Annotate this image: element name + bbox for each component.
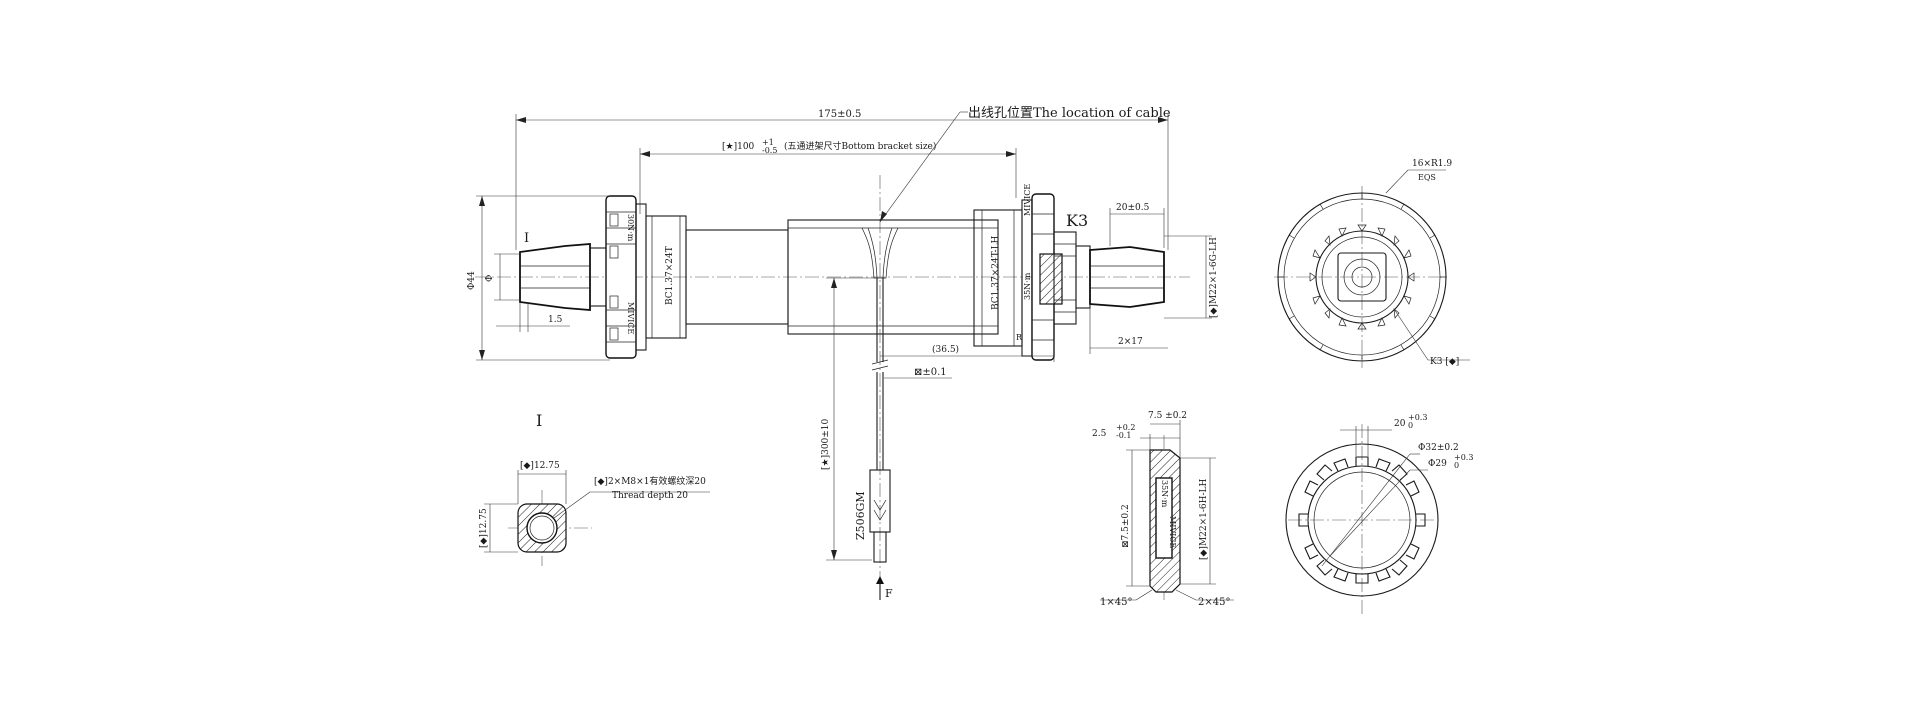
tooth-width-tol-lower: 0 [1408, 421, 1413, 430]
k3-reference-label: K3 [◆] [1430, 357, 1459, 367]
chamfer-1-label: 1×45° [1100, 597, 1132, 608]
cable-break-mark [871, 359, 889, 371]
connector-code-label: Z506GM [854, 491, 867, 540]
left-brand-engraving: MIVICE [626, 302, 635, 334]
tooth-width-dim: 20 [1394, 419, 1406, 429]
connector-pin [873, 531, 887, 563]
inner-ring-view: 20 +0.3 0 Φ32±0.2 Φ29 +0.3 0 [1285, 413, 1473, 616]
tooth-width-tol-upper: +0.3 [1408, 413, 1427, 422]
phi29-tol-lower: 0 [1454, 461, 1459, 470]
right-torque-engraving: 35N·m [1023, 272, 1032, 300]
thread-note-cn: [◆]2×M8×1有效螺纹深20 [594, 475, 706, 487]
spline-16x-label: 16×R1.9 [1412, 159, 1452, 169]
left-torque-engraving: 30N·m [626, 214, 635, 242]
k3-label: K3 [1066, 211, 1088, 230]
spindle-dia-dim: Φ [485, 275, 495, 282]
dim-20-tol: 20±0.5 [1116, 203, 1150, 213]
bracket-size-tol-upper: +1 [762, 138, 774, 147]
chamfer-2-label: 2×45° [1198, 597, 1230, 608]
ring-outer-circle [1285, 443, 1439, 597]
side-view: 30N·m MIVICE MIVICE 35N·m R BC1.37×24T B… [475, 175, 1190, 600]
ring-bore-circle [1307, 465, 1417, 575]
eqs-label: EQS [1418, 173, 1436, 182]
cup-torque-engraving: 35N·m [1160, 480, 1169, 508]
spindle-thread-label: [◆]M22×1-6G-LH [1209, 237, 1219, 318]
phi29-tol-upper: +0.3 [1454, 453, 1473, 462]
cup-flange-dim: 2.5 [1092, 429, 1107, 439]
end-view-square-socket [1337, 252, 1387, 302]
detail-i-title: I [536, 411, 542, 430]
socket-thread-hole [526, 512, 558, 544]
arrow-f-label: F [885, 587, 893, 600]
cup-thread-label: [◆]M22×1-6H-LH [1199, 478, 1209, 560]
ring-teeth [1298, 456, 1426, 584]
cup-section-view: 35N·m MIVICE 7.5 ±0.2 2.5 +0.2 -0.1 ⊠7.5… [1092, 411, 1234, 608]
bracket-size-tol-lower: -0.5 [762, 146, 777, 155]
phi32-dim: Φ32±0.2 [1418, 443, 1459, 453]
bracket-size-dim: [★]100 [722, 142, 755, 152]
bracket-size-note: (五通进架尺寸Bottom bracket size) [784, 140, 936, 152]
side-view-dimensions: 175±0.5 [★]100 +1 -0.5 (五通进架尺寸Bottom bra… [467, 106, 1219, 561]
position-tolerance: ⊠±0.1 [914, 367, 947, 378]
dim-2x17: 2×17 [1118, 337, 1143, 347]
detail-i-marker: I [524, 231, 529, 246]
cup-flange-tol-lower: -0.1 [1116, 431, 1131, 440]
end-view-spline: 16×R1.9 EQS K3 [◆] [1274, 159, 1470, 368]
connector-arrow-icon [873, 499, 887, 521]
phi29-dim: Φ29 [1428, 459, 1447, 469]
detail-i-view: I [◆]12.75 [◆]12.75 [◆]2×M8×1有效螺纹深20 Thr… [479, 411, 710, 566]
cup-flange-tol-upper: +0.2 [1116, 423, 1135, 432]
end-view-teeth [1309, 224, 1415, 330]
right-spline-section [1039, 253, 1063, 305]
cable-length-dim: [★]300±10 [821, 418, 831, 470]
left-cup-thread-label: BC1.37×24T [665, 246, 675, 305]
overall-length-dim: 175±0.5 [818, 109, 861, 120]
r-mark: R [1016, 333, 1023, 342]
dim-1-5: 1.5 [548, 315, 563, 325]
cup-height-dim: ⊠7.5±0.2 [1121, 504, 1131, 548]
cable-location-label: 出线孔位置The location of cable [968, 106, 1171, 121]
detail-width-dim: [◆]12.75 [520, 461, 560, 471]
dim-36-5: (36.5) [932, 344, 959, 355]
end-view-knurl-notches [1278, 193, 1446, 361]
phi44-dim: Φ44 [467, 271, 477, 290]
cup-section-inner [1155, 477, 1173, 559]
right-brand-engraving: MIVICE [1023, 184, 1032, 216]
cup-brand-engraving: MIVICE [1168, 516, 1177, 548]
center-shell-body [787, 219, 999, 335]
cup-width-dim: 7.5 ±0.2 [1148, 411, 1187, 421]
thread-note-en: Thread depth 20 [612, 491, 688, 501]
right-cup-thread-label: BC1.37×24T-LH [991, 235, 1001, 310]
detail-height-dim: [◆]12.75 [479, 508, 489, 548]
